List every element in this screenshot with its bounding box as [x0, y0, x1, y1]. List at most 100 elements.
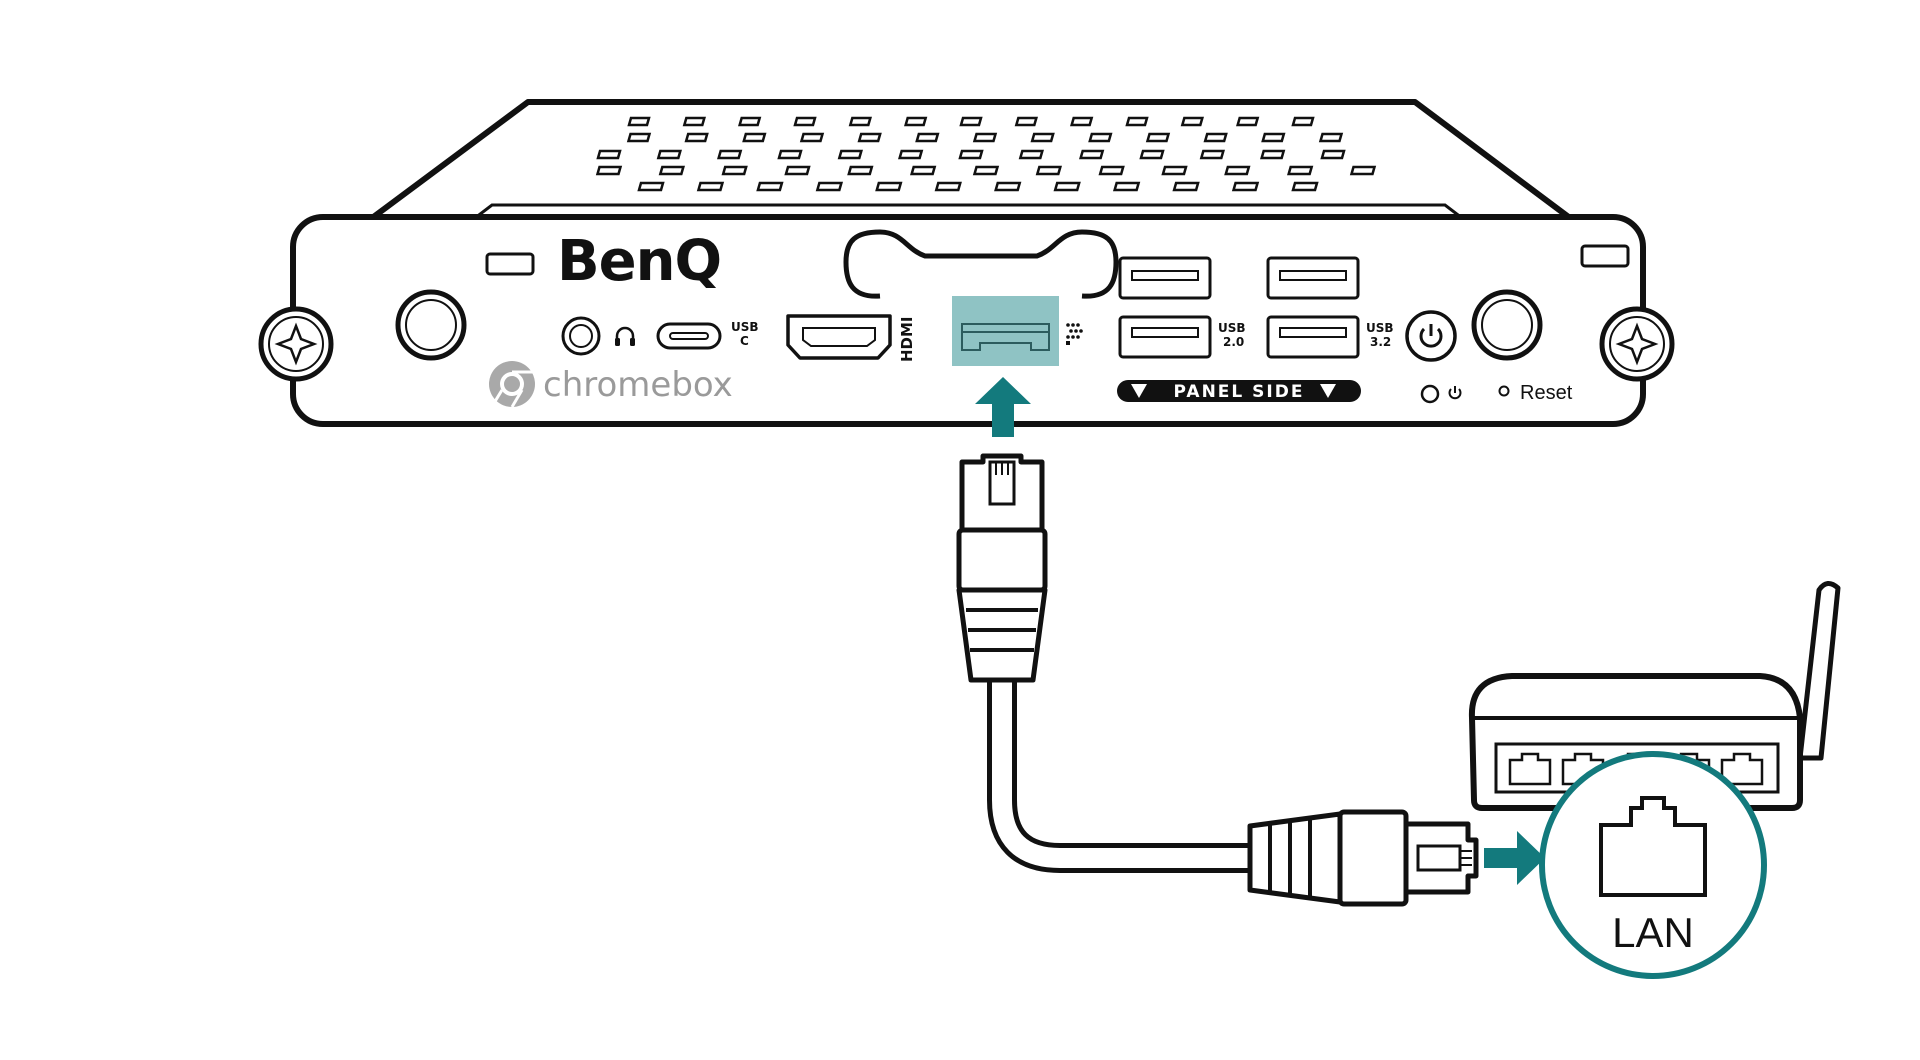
vent-slot [1070, 116, 1094, 127]
vent-slot [799, 132, 825, 143]
chromebox-logo-text: chromebox [543, 365, 733, 405]
left-indicator-slot [485, 252, 535, 276]
power-button [1405, 310, 1457, 362]
vent-slot [1145, 132, 1171, 143]
vent-slot [1030, 132, 1055, 143]
vent-slot [1224, 165, 1251, 176]
insert-arrow-right-icon [1484, 831, 1545, 885]
vent-slot [1287, 165, 1314, 176]
vent-slot [596, 149, 622, 160]
vent-slot [717, 149, 743, 160]
vent-slot [875, 181, 903, 192]
vent-slot [696, 181, 725, 192]
vent-slot [1261, 132, 1286, 143]
usb2-port-bottom [1118, 315, 1212, 359]
vent-slot [1112, 181, 1141, 192]
power-led [1420, 384, 1440, 404]
insert-arrow-up-icon [975, 377, 1031, 437]
vent-slot [1320, 149, 1346, 160]
vent-slot [777, 149, 803, 160]
vent-slot [837, 149, 863, 160]
panel-side-label: PANEL SIDE [1174, 382, 1305, 402]
ethernet-cable [956, 453, 1479, 907]
usb3-port-bottom [1266, 315, 1360, 359]
vent-slot [1018, 149, 1044, 160]
vent-slot [972, 132, 998, 143]
vent-slot [658, 165, 685, 176]
vent-slot [721, 165, 748, 176]
vent-slot [1291, 116, 1315, 127]
usb3-port-top [1266, 256, 1360, 300]
usb2-label-bottom: 2.0 [1223, 335, 1244, 349]
vent-slot [934, 181, 962, 192]
vent-slot [1291, 181, 1319, 192]
panel-side-left-arrow-icon [1131, 384, 1147, 398]
vent-slot [1035, 165, 1062, 176]
reset-pinhole [1498, 385, 1510, 397]
router-lan-port [1720, 752, 1764, 786]
vent-slot [910, 165, 937, 176]
left-thumbscrew [258, 306, 334, 382]
vent-slot [756, 181, 784, 192]
network-icon [1066, 323, 1083, 345]
vent-slot [959, 116, 983, 127]
vent-slot [972, 165, 1000, 176]
headphone-jack-port [561, 316, 601, 356]
chromebox-device: BenQ chromebox USB C [258, 99, 1675, 427]
lan-port [961, 323, 1050, 351]
brand-logo-text: BenQ [557, 229, 721, 294]
left-knob [395, 289, 467, 361]
lan-port-label: LAN [1612, 909, 1694, 956]
vent-slot [1199, 149, 1225, 160]
vent-slot [847, 165, 874, 176]
vent-slot [1180, 116, 1204, 127]
router-lan-port [1508, 752, 1552, 786]
panel-side-right-arrow-icon [1320, 384, 1336, 398]
vent-slot [626, 132, 652, 143]
vent-slot [1231, 181, 1260, 192]
vent-slot [1139, 149, 1165, 160]
vent-slot [1172, 181, 1200, 192]
lan-port-zoom-circle [1539, 751, 1767, 979]
vent-slot [1161, 165, 1188, 176]
power-icon [1448, 386, 1462, 400]
vent-slot [1014, 116, 1038, 127]
vent-slot [656, 149, 682, 160]
usb-c-label-bottom: C [740, 334, 749, 348]
vent-slot [1098, 165, 1125, 176]
vent-slot [684, 132, 709, 143]
vent-slot [958, 149, 984, 160]
vent-slot [848, 116, 872, 127]
usb-c-label-top: USB [731, 320, 759, 334]
vent-slot [994, 181, 1022, 192]
hdmi-label: HDMI [898, 316, 916, 362]
router-antenna [1797, 581, 1841, 761]
vent-slot [742, 132, 767, 143]
usb2-label-top: USB [1218, 321, 1246, 335]
vent-slots [595, 116, 1377, 192]
vent-slot [857, 132, 882, 143]
rj45-plug-vertical [956, 453, 1048, 683]
vent-slot [1349, 165, 1377, 176]
vent-slot [815, 181, 844, 192]
usb3-label-top: USB [1366, 321, 1394, 335]
panel-side-badge [1117, 380, 1361, 402]
vent-slot [1318, 132, 1344, 143]
vent-slot [682, 116, 706, 127]
lan-port-icon [1599, 796, 1707, 897]
chrome-logo-icon [489, 361, 535, 409]
right-indicator-slot [1580, 244, 1630, 268]
device-carry-handle [843, 229, 1119, 299]
right-knob [1471, 289, 1543, 361]
vent-slot [1260, 149, 1286, 160]
vent-slot [1088, 132, 1113, 143]
rj45-plug-horizontal [1247, 809, 1479, 907]
headphone-icon [615, 326, 635, 346]
vent-slot [1125, 116, 1149, 127]
vent-slot [637, 181, 665, 192]
vent-slot [898, 149, 924, 160]
usb-c-port [656, 322, 722, 350]
network-router: LAN [1468, 581, 1841, 979]
